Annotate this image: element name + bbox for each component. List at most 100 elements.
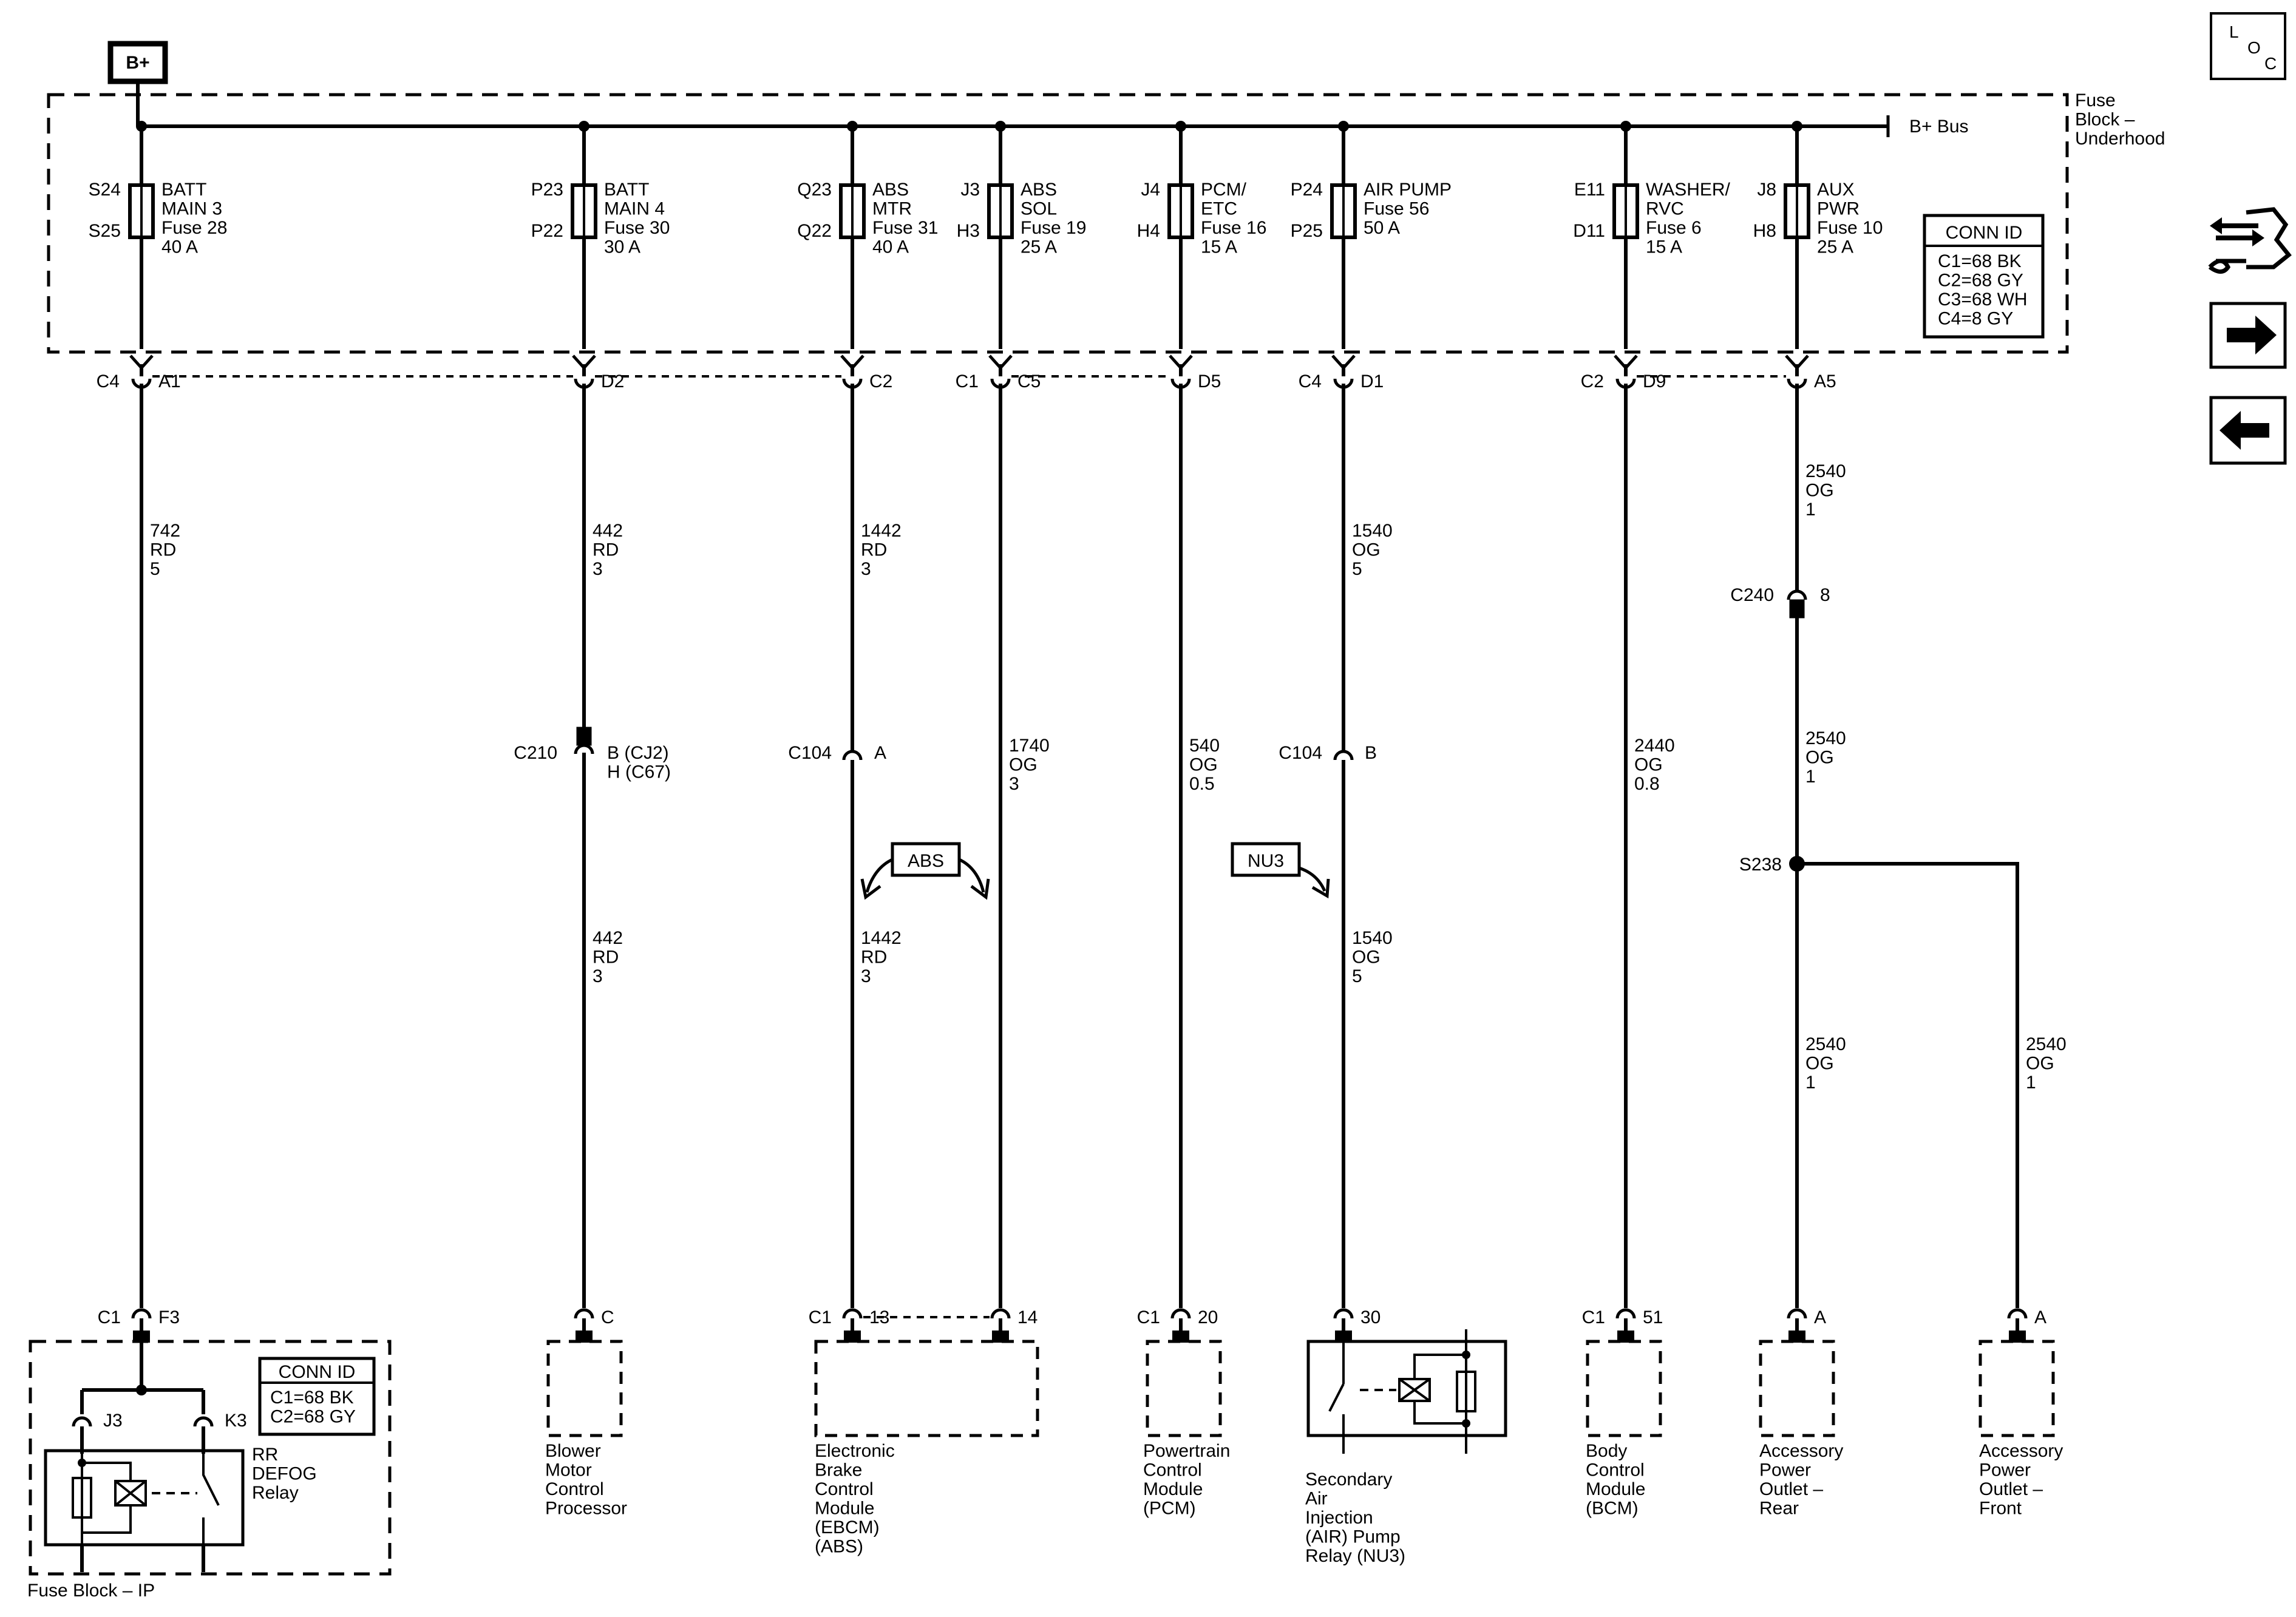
fuse-terminal-label: S24 xyxy=(89,180,121,200)
ip-conn-id-title: CONN ID xyxy=(279,1362,356,1382)
wire-label: OG xyxy=(1352,947,1381,968)
air-relay-switch-contact xyxy=(1328,1383,1345,1454)
fuse-label: Fuse 10 xyxy=(1817,218,1883,238)
pin-label: F3 xyxy=(158,1307,180,1327)
wire-label: 5 xyxy=(1352,559,1362,579)
previous-page-arrow-icon[interactable] xyxy=(2209,396,2287,465)
wire-label: 3 xyxy=(861,966,871,986)
fuse-label: 40 A xyxy=(161,237,198,257)
relay-switch-contact xyxy=(202,1454,220,1506)
relay-pin-socket xyxy=(72,1416,92,1427)
component-pin-terminal xyxy=(1617,1331,1634,1343)
inline-connector-pin: H (C67) xyxy=(607,762,671,782)
component-label: Relay (NU3) xyxy=(1305,1546,1405,1566)
inline-connector-pin: B xyxy=(1365,743,1377,763)
relay-pin-label: K3 xyxy=(225,1411,247,1431)
conn-id-table xyxy=(1923,214,2045,339)
splice-label: S238 xyxy=(1739,855,1782,875)
wire-label: OG xyxy=(1805,748,1834,768)
fuse-block-underhood-outline xyxy=(47,93,2069,354)
wire-label: 3 xyxy=(1009,774,1019,794)
wire-label: 2540 xyxy=(1805,728,1846,748)
component-label: Control xyxy=(1586,1460,1645,1480)
option-arrow-head xyxy=(860,878,881,900)
fuse-label: 50 A xyxy=(1364,218,1400,238)
inline-connector-name: C104 xyxy=(788,743,832,763)
relay-label: DEFOG xyxy=(252,1464,317,1484)
pin-label: D2 xyxy=(601,371,624,392)
conn-id-row: C2=68 GY xyxy=(1938,271,2023,291)
pin-label: 13 xyxy=(869,1307,889,1327)
conn-id-row: C1=68 BK xyxy=(1938,251,2022,271)
ip-conn-id-row: C2=68 GY xyxy=(270,1407,356,1427)
wire-label: 5 xyxy=(1352,966,1362,986)
pin-label: A xyxy=(1814,1307,1826,1327)
fuse-block-ip-title: Fuse Block – IP xyxy=(27,1581,155,1601)
component-pin-terminal xyxy=(576,1331,593,1343)
ebcm-box xyxy=(814,1340,1039,1437)
wire-label: 1 xyxy=(1805,1073,1816,1093)
component-pin-terminal xyxy=(133,1331,150,1343)
pin-label: D5 xyxy=(1198,371,1221,392)
wire-label: 2540 xyxy=(1805,1034,1846,1054)
wire-label: OG xyxy=(1805,481,1834,501)
relay-label: Relay xyxy=(252,1483,299,1503)
location-icon xyxy=(2210,12,2286,80)
pcm-box xyxy=(1146,1340,1222,1437)
component-label: Electronic xyxy=(815,1441,895,1461)
component-label: Control xyxy=(545,1479,604,1499)
next-page-arrow-frame xyxy=(2209,302,2287,369)
wire-label: 1740 xyxy=(1009,736,1050,756)
wire-label: 540 xyxy=(1189,736,1220,756)
fuse-label: PCM/ xyxy=(1201,180,1247,200)
fuse-label: 30 A xyxy=(604,237,640,257)
relay-internal-wire xyxy=(82,1462,132,1481)
component-label: Rear xyxy=(1759,1499,1799,1519)
component-label: Module xyxy=(1143,1479,1203,1499)
wire-label: 1442 xyxy=(861,521,902,541)
inline-connector-plug xyxy=(576,727,592,746)
component-label: (BCM) xyxy=(1586,1499,1639,1519)
fuse-terminal-label: H4 xyxy=(1137,221,1160,241)
wire-label: 3 xyxy=(593,966,603,986)
fuse-terminal-label: H8 xyxy=(1753,221,1776,241)
wire-label: RD xyxy=(593,947,619,968)
wire-label: OG xyxy=(1634,755,1663,775)
component-connector-pin xyxy=(990,1308,1011,1319)
relay-pin-socket xyxy=(193,1416,214,1427)
pin-label: D1 xyxy=(1360,371,1384,392)
fuse-label: BATT xyxy=(604,180,649,200)
fuse-label: 15 A xyxy=(1201,237,1237,257)
connector-name: C4 xyxy=(97,371,120,392)
component-label: Secondary xyxy=(1305,1470,1392,1490)
component-pin-terminal xyxy=(1335,1331,1352,1343)
fuse-terminal-label: P23 xyxy=(531,180,563,200)
wire-label: 3 xyxy=(593,559,603,579)
fuse-terminal-label: S25 xyxy=(89,221,121,241)
next-page-arrow-icon[interactable] xyxy=(2209,302,2287,369)
fuse-label: MAIN 4 xyxy=(604,199,665,219)
wire-label: 0.8 xyxy=(1634,774,1660,794)
option-nu3-label: NU3 xyxy=(1248,851,1284,871)
component-pin-terminal xyxy=(1788,1331,1805,1343)
wire-label: 2540 xyxy=(2026,1034,2067,1054)
fuse-label: Fuse 28 xyxy=(161,218,227,238)
component-label: Control xyxy=(815,1479,874,1499)
fuse-label: 25 A xyxy=(1817,237,1853,257)
component-connector-pin xyxy=(842,1308,863,1319)
bus-junction-dot xyxy=(1338,121,1349,132)
bus-junction-dot xyxy=(1792,121,1802,132)
inline-connector-pin: A xyxy=(874,743,886,763)
component-connector-icon[interactable] xyxy=(2208,207,2292,274)
connector-name: C2 xyxy=(1581,371,1604,392)
option-arrow xyxy=(1299,866,1326,892)
wire-label: OG xyxy=(2026,1054,2054,1074)
component-connector-pin xyxy=(1615,1308,1636,1319)
fuse-block-ip-outline xyxy=(29,1340,392,1576)
wire-label: 442 xyxy=(593,521,623,541)
fuse-label: ETC xyxy=(1201,199,1237,219)
fuse-block-title: Block – xyxy=(2075,110,2135,130)
fuse-terminal-label: P24 xyxy=(1291,180,1323,200)
fuse-terminal-label: P25 xyxy=(1291,221,1323,241)
location-icon-letter: C xyxy=(2264,54,2277,73)
